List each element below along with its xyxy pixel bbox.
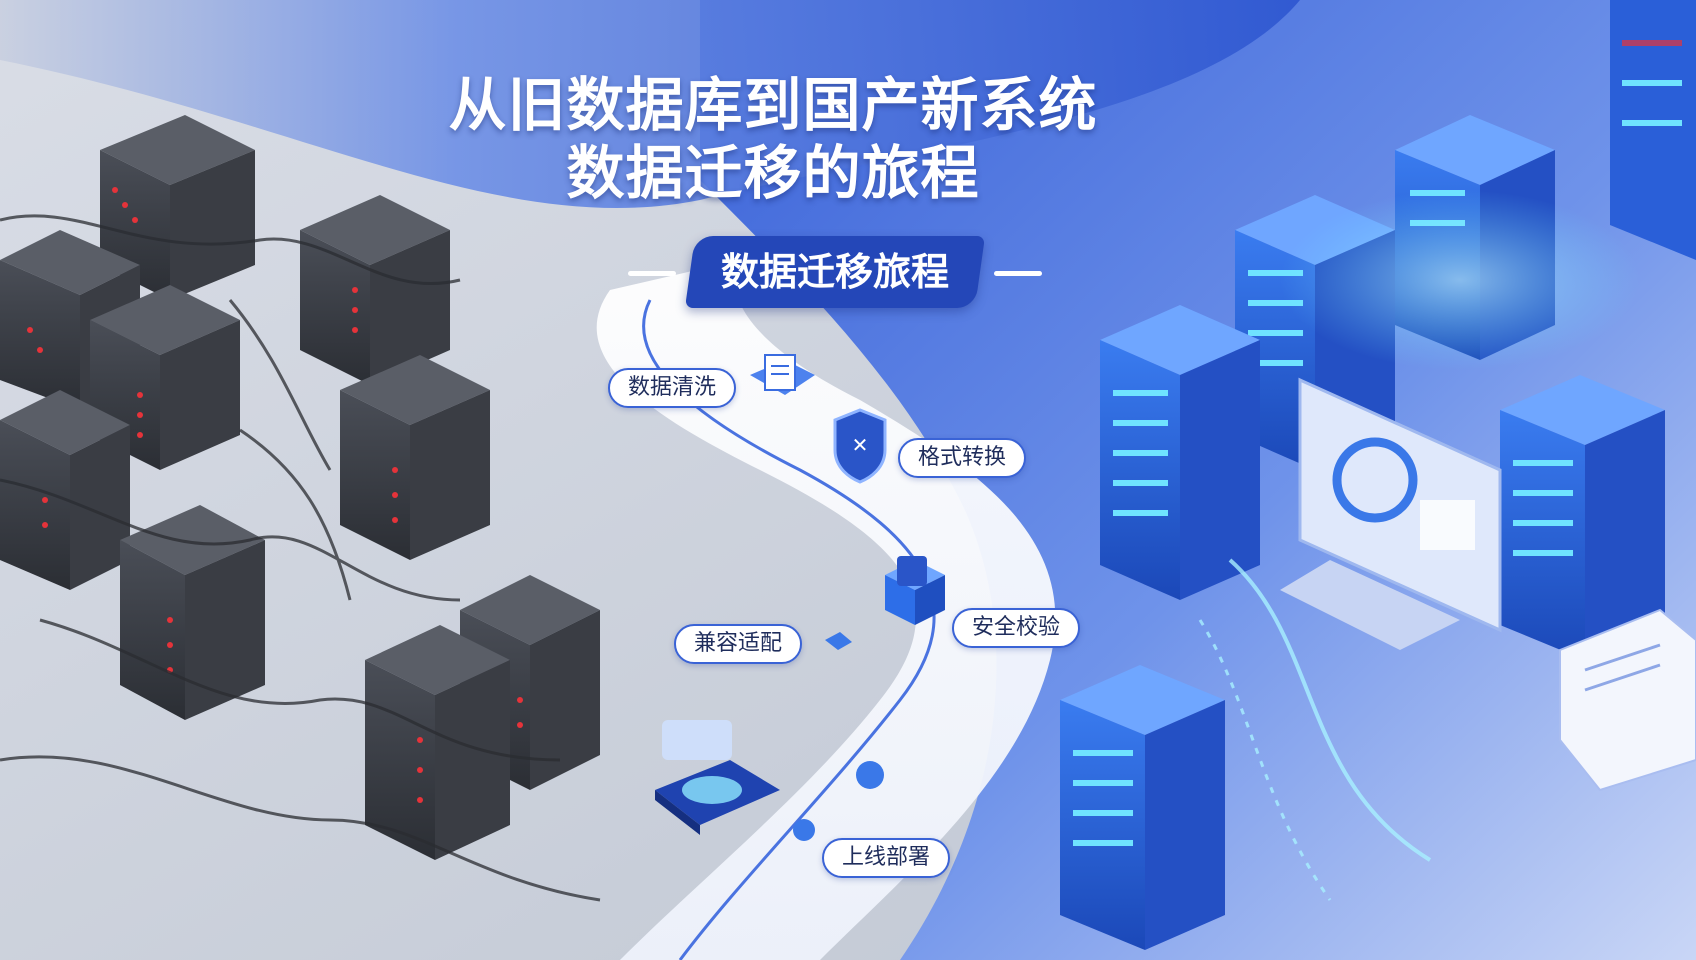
legacy-server-rack: [0, 390, 130, 590]
monitor: [1280, 377, 1502, 650]
document-icon: [750, 354, 815, 395]
step-format-conversion: 格式转换: [898, 438, 1027, 478]
route-dot: [793, 819, 815, 841]
route-dot: [856, 761, 884, 789]
badge-dash-left: [628, 271, 676, 276]
step-compatibility: 兼容适配: [674, 624, 803, 664]
modern-server-rack: [1060, 665, 1225, 950]
chip-icon: [655, 720, 780, 835]
legacy-server-rack: [120, 505, 265, 720]
legacy-server-rack: [365, 625, 510, 860]
legacy-cables: [0, 214, 601, 902]
svg-text:✕: ✕: [852, 433, 869, 457]
legacy-server-rack: [300, 195, 450, 385]
modern-server-rack: [1500, 375, 1665, 660]
journey-badge-label: 数据迁移旅程: [720, 250, 949, 294]
cube-icon: [885, 556, 945, 625]
step-data-cleaning: 数据清洗: [608, 368, 737, 408]
node-icon: [825, 632, 852, 650]
title-line-2: 数据迁移的旅程: [566, 139, 980, 207]
shield-icon: ✕: [833, 408, 887, 484]
badge-dash-right: [994, 271, 1042, 276]
step-deployment: 上线部署: [822, 838, 951, 878]
step-security-check: 安全校验: [952, 608, 1081, 648]
legacy-server-rack: [340, 355, 490, 560]
modern-server-rack: [1610, 0, 1696, 260]
modern-server-rack: [1100, 305, 1260, 600]
title-line-1: 从旧数据库到国产新系统: [448, 71, 1098, 139]
document-stack: [1559, 608, 1696, 792]
